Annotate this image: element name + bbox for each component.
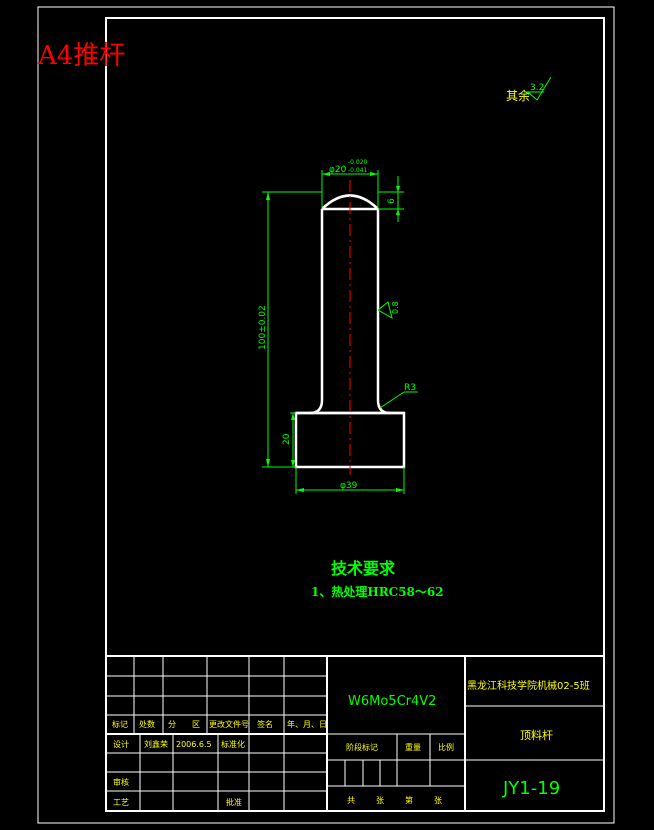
inner-frame xyxy=(105,17,605,812)
tb-designer-name: 刘鑫荣 xyxy=(144,739,168,749)
dim-overall-length: 100±0.02 xyxy=(258,305,268,350)
tb-sheet-no-unit: 张 xyxy=(434,796,442,805)
surface-note-label: 其余 xyxy=(506,88,530,103)
dim-head-diameter: φ20 xyxy=(329,165,347,175)
dim-cap-height: 6 xyxy=(387,198,397,204)
tb-material: W6Mo5Cr4V2 xyxy=(348,694,436,709)
tb-sheet-no-label: 第 xyxy=(405,795,413,805)
dim-base-diameter: φ39 xyxy=(340,481,358,491)
tb-rev-date: 年、月、日 xyxy=(287,719,327,729)
dim-base-height: 20 xyxy=(282,433,292,445)
dimensions xyxy=(262,170,418,494)
roughness-symbol xyxy=(527,76,552,101)
tb-review-label: 审核 xyxy=(113,777,129,787)
tb-rev-mark: 标记 xyxy=(112,719,128,729)
tb-sheet-label: 张 xyxy=(376,796,384,805)
tb-part-name: 顶料杆 xyxy=(520,728,553,742)
tb-org: 黑龙江科技学院机械02-5班 xyxy=(467,679,590,692)
roughness-shaft-value: 0.8 xyxy=(391,301,400,314)
tb-scale-label: 比例 xyxy=(438,742,454,752)
tb-rev-count: 处数 xyxy=(139,719,155,729)
arrowheads xyxy=(266,172,404,492)
tb-design-date: 2006.6.5 xyxy=(176,740,212,749)
dim-head-tol-lower: -0.041 xyxy=(348,167,368,174)
tb-drawing-no: JY1-19 xyxy=(502,778,560,799)
tb-sheets-label: 共 xyxy=(347,796,355,805)
tb-stage-label: 阶段标记 xyxy=(346,742,378,752)
tb-rev-div: 分 xyxy=(168,720,176,729)
dim-head-tol-upper: -0.020 xyxy=(348,159,368,166)
tb-std-label: 标准化 xyxy=(221,739,245,749)
dim-fillet-radius: R3 xyxy=(404,383,416,393)
title-block xyxy=(106,655,604,811)
watermark-text: A4推杆 xyxy=(37,41,125,71)
tb-process-label: 工艺 xyxy=(113,798,129,807)
tb-designer-label: 设计 xyxy=(113,739,129,749)
tb-rev-sign: 签名 xyxy=(257,719,273,729)
tb-weight-label: 重量 xyxy=(405,742,421,752)
surface-roughness-value: 3.2 xyxy=(530,83,544,93)
tb-approve-label: 批准 xyxy=(226,797,242,807)
surface-roughness-note: 其余 3.2 xyxy=(506,76,552,103)
tech-title: 技术要求 xyxy=(331,559,396,578)
outer-frame xyxy=(37,6,615,824)
tb-rev-docno: 更改文件号 xyxy=(209,719,249,729)
tech-item-1: 1、热处理HRC58～62 xyxy=(311,584,444,599)
tb-rev-zone: 区 xyxy=(192,720,200,729)
